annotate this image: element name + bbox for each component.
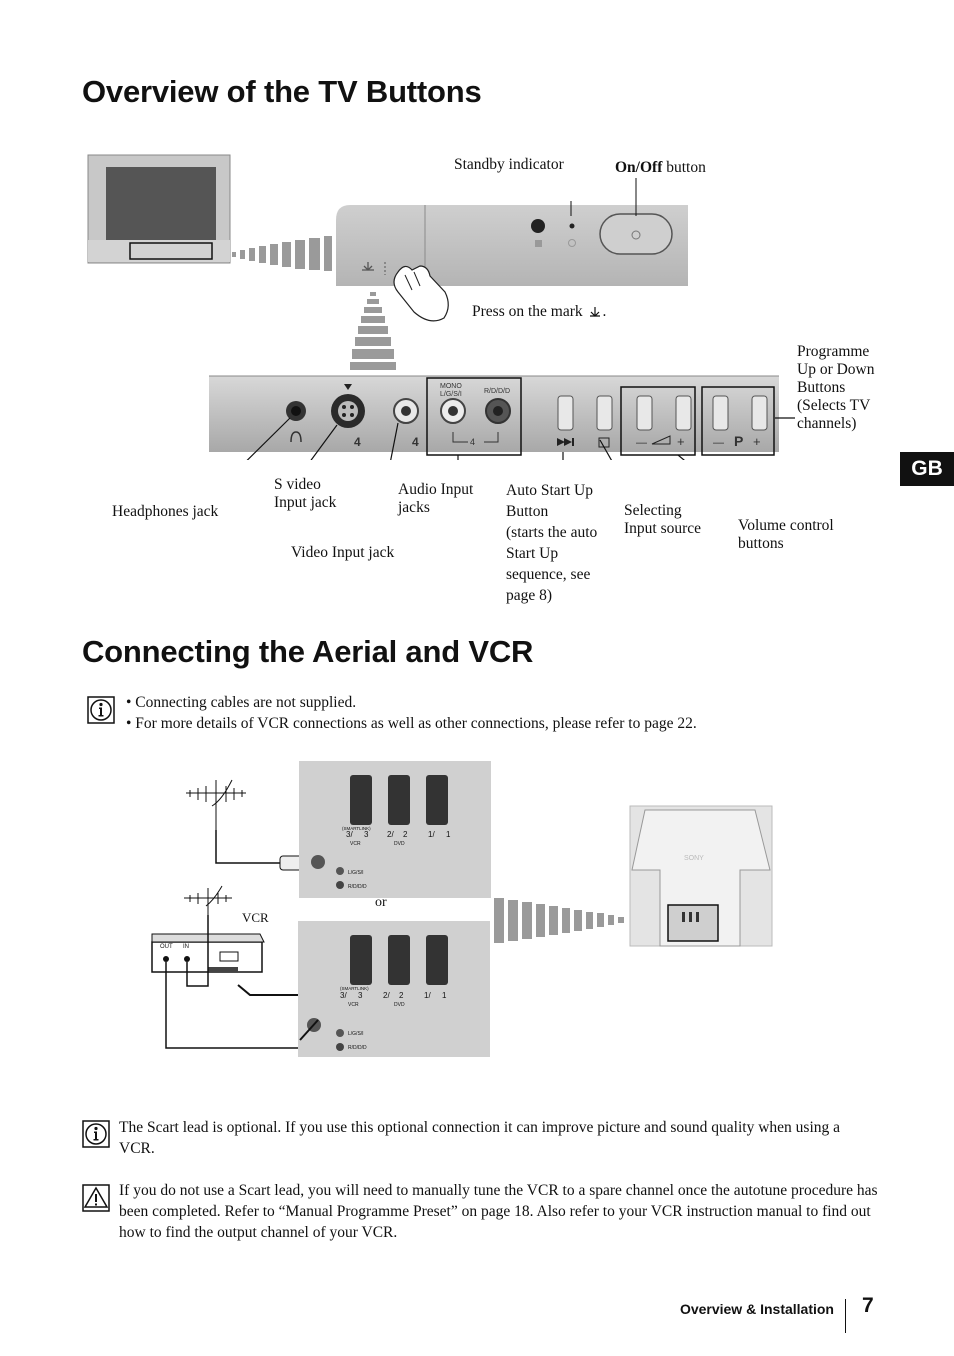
scart-label: 3/ (346, 830, 353, 839)
language-tab-gb: GB (900, 452, 954, 486)
press-mark-icon (589, 307, 600, 317)
warning-note: If you do not use a Scart lead, you will… (119, 1182, 878, 1241)
aerial-vcr-diagram: OUT IN 3/ 3 2/ 2 1/ 1 (SMARTLINK) VCR DV… (151, 761, 773, 1057)
scart-label: 1/ (424, 991, 431, 1000)
vcr-small-label: VCR (350, 841, 361, 847)
info-bullet: • For more details of VCR connections as… (126, 715, 697, 732)
scart-label: 2 (399, 991, 404, 1000)
aerial-title: Connecting the Aerial and VCR (82, 634, 534, 669)
scart-label: 1 (446, 830, 451, 839)
mono-label: MONO (440, 383, 462, 390)
aerial-antenna-1 (186, 779, 246, 830)
label-selecting-input: Selecting Input source (624, 502, 702, 537)
label-programme-buttons: Programme Up or Down Buttons (Selects TV… (797, 343, 875, 432)
scart-label: 2 (403, 830, 408, 839)
rear-panel-bottom (298, 921, 490, 1057)
scart-label: 2/ (383, 991, 390, 1000)
rdd-small-label: R/D/D/D (348, 884, 367, 890)
label-auto-start: Auto Start Up Button (starts the auto St… (506, 482, 598, 604)
lgsi-label: L/G/S/I (440, 391, 462, 398)
zoom-bars-horizontal (232, 236, 332, 271)
overview-title: Overview of the TV Buttons (82, 74, 482, 109)
vcr-device (151, 933, 265, 973)
label-standby-indicator: Standby indicator (454, 156, 564, 173)
label-video-input: Video Input jack (291, 544, 395, 561)
lgsi-small-label: L/G/S/I (348, 870, 364, 876)
rdd-label: R/D/D/D (484, 388, 510, 395)
zoom-bars-vertical (350, 292, 396, 370)
front-connector-panel (209, 375, 779, 456)
label-audio-input: Audio Input jacks (398, 481, 474, 516)
top-control-panel (336, 205, 688, 322)
label-vcr: VCR (242, 910, 269, 925)
label-or: or (375, 895, 387, 910)
lgsi-small-label: L/G/S/I (348, 1031, 364, 1037)
prog-minus-label: — (713, 437, 724, 449)
svideo-4-label: 4 (354, 435, 361, 449)
warning-icon (82, 1184, 110, 1212)
smartlink-label: (SMARTLINK) (342, 826, 371, 831)
scart-label: 3 (358, 991, 363, 1000)
audio-4-label: 4 (470, 437, 475, 447)
video-4-label: 4 (412, 435, 419, 449)
press-mark-text: Press on the mark (472, 303, 583, 320)
dvd-small-label: DVD (394, 841, 405, 847)
scart-label: 3/ (340, 991, 347, 1000)
info-bullet: • Connecting cables are not supplied. (126, 694, 357, 711)
info-bullets: • Connecting cables are not supplied. • … (126, 692, 697, 734)
vcr-small-label: VCR (348, 1002, 359, 1008)
dvd-small-label: DVD (394, 1002, 405, 1008)
vcr-out-label: OUT (160, 944, 173, 950)
label-svideo-input: S video Input jack (274, 476, 337, 511)
prog-plus-label: + (753, 434, 761, 449)
press-mark-end: . (602, 303, 607, 320)
aerial-antenna-2 (184, 885, 232, 915)
tv-rear-view (629, 805, 773, 947)
info-icon (82, 1120, 110, 1148)
prog-p-label: P (734, 433, 743, 449)
info-icon (87, 696, 115, 724)
label-headphones-jack: Headphones jack (112, 503, 219, 520)
brand-label: SONY (684, 855, 704, 862)
footer-section-title: Overview & Installation (679, 1301, 834, 1317)
scart-label: 1/ (428, 830, 435, 839)
tv-front-thumbnail (87, 154, 231, 264)
label-volume-control: Volume control buttons (738, 517, 834, 552)
onoff-bold: On/Off (615, 159, 663, 176)
rear-panel-top (299, 761, 491, 898)
label-press-mark: Press on the mark . (472, 303, 606, 321)
vol-minus-label: — (636, 437, 647, 449)
rdd-small-label: R/D/D/D (348, 1045, 367, 1051)
scart-label: 1 (442, 991, 447, 1000)
scart-info-note: The Scart lead is optional. If you use t… (119, 1119, 841, 1157)
zoom-bars-rear (494, 898, 624, 943)
vol-plus-label: + (677, 434, 685, 449)
footer-divider (845, 1299, 846, 1333)
onoff-rest: button (662, 159, 706, 176)
vcr-in-label: IN (183, 944, 189, 950)
page-number: 7 (862, 1294, 874, 1317)
smartlink-label: (SMARTLINK) (340, 986, 369, 991)
tv-buttons-diagram: MONO L/G/S/I R/D/D/D 4 4 4 — + — P + (87, 154, 795, 460)
scart-label: 3 (364, 830, 369, 839)
scart-label: 2/ (387, 830, 394, 839)
label-onoff-button: On/Off button (615, 159, 706, 177)
